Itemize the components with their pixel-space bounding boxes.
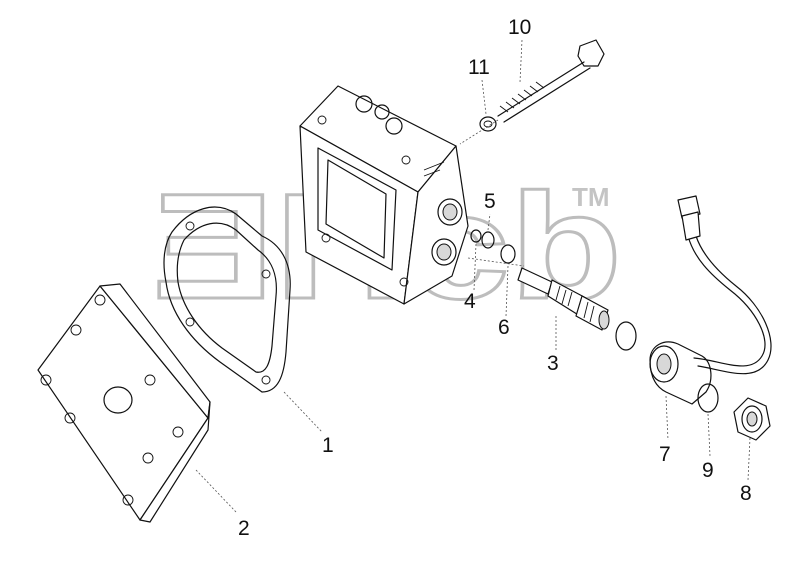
o-ring-large — [615, 321, 637, 351]
part-2-cover-plate — [37, 283, 211, 523]
callout-3: 3 — [547, 352, 559, 375]
part-1-gasket — [163, 206, 291, 393]
part-10-bolt — [459, 39, 605, 145]
part-4-o-ring — [470, 229, 482, 243]
valve-housing — [299, 85, 469, 305]
part-11-washer — [479, 116, 497, 132]
callout-5: 5 — [484, 190, 496, 213]
callout-9: 9 — [702, 459, 714, 482]
leader-lines — [195, 39, 751, 513]
watermark-trademark: TM — [572, 182, 610, 212]
part-6-o-ring — [500, 244, 516, 264]
callout-10: 10 — [508, 16, 531, 39]
callout-11: 11 — [468, 56, 490, 79]
part-9-o-ring — [697, 383, 719, 413]
part-3-cartridge — [467, 257, 610, 331]
callout-7: 7 — [659, 443, 671, 466]
callout-8: 8 — [740, 482, 752, 505]
callouts: 1 2 3 4 5 6 7 8 9 10 11 — [238, 16, 752, 540]
callout-2: 2 — [238, 517, 250, 540]
callout-6: 6 — [498, 316, 510, 339]
callout-4: 4 — [464, 290, 476, 313]
part-8-nut — [733, 397, 771, 441]
part-5-o-ring — [481, 231, 495, 249]
part-7-solenoid-coil — [649, 195, 772, 405]
parts-4-5-6-o-rings — [470, 229, 516, 264]
callout-1: 1 — [322, 434, 334, 457]
